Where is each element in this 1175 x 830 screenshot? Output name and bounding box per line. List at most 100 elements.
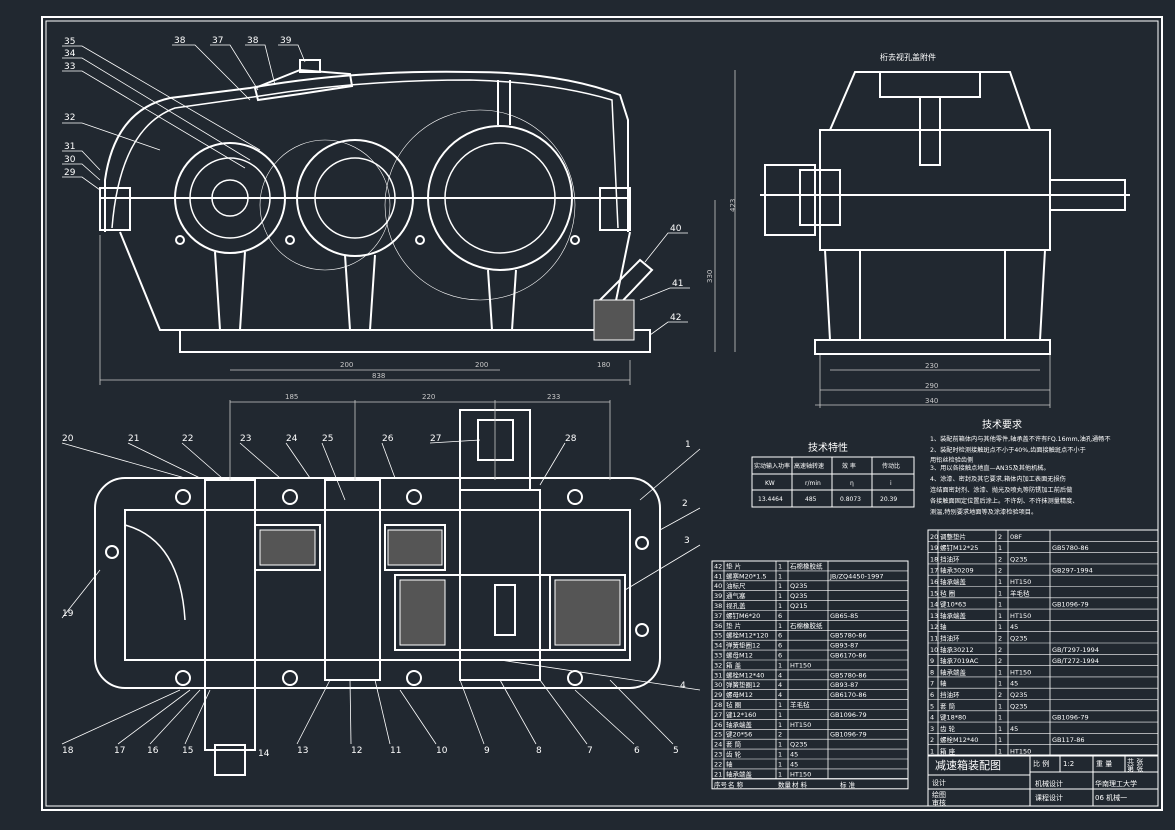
- dim-423: 423: [729, 199, 737, 212]
- bom-left-cell: 4: [778, 691, 782, 699]
- bom-right-cell: 1: [998, 714, 1002, 722]
- bom-right-cell: 2: [998, 691, 1002, 699]
- bom-right-cell: 13: [930, 612, 938, 620]
- bom-left-cell: 垫 片: [726, 621, 741, 630]
- balloon-38a: 38: [174, 36, 186, 46]
- boss-1: [174, 142, 286, 254]
- boss-1-inner: [189, 157, 271, 239]
- front-dim-texts: 200 200 180 838 423 330: [340, 199, 737, 380]
- balloon-7: 7: [587, 746, 593, 756]
- bom-right-cell: 1: [998, 623, 1002, 631]
- balloon-41: 41: [672, 279, 683, 289]
- bom-left-cell: JB/ZQ4450-1997: [829, 572, 884, 580]
- tc-h3: 传动比: [882, 462, 900, 470]
- bom-left-cell: GB65-85: [830, 612, 858, 620]
- balloon-22: 22: [182, 434, 193, 444]
- balloon-37: 37: [212, 36, 223, 46]
- bom-left-cell: 45: [790, 751, 798, 759]
- balloon-13: 13: [297, 746, 308, 756]
- bom-left-cell: 轴: [726, 759, 733, 768]
- title-block-texts: 减速箱装配图 比 例 1:2 重 量 共 张 第 张 设计 绘图 审核 机械设计…: [932, 757, 1143, 807]
- bom-right-cell: 1: [998, 544, 1002, 552]
- bom-right-cell: 5: [930, 702, 934, 710]
- bom-left-cell: 6: [778, 612, 782, 620]
- side-dims: [815, 355, 1051, 408]
- balloon-15: 15: [182, 746, 193, 756]
- design-label: 设计: [932, 778, 946, 787]
- bom-left-cell: 21: [714, 770, 722, 778]
- top-rib: [497, 80, 511, 125]
- front-dims: [99, 70, 736, 385]
- base-plate: [179, 329, 651, 353]
- bom-right-cell: HT150: [1010, 748, 1031, 756]
- bom-left-cell: GB1096-79: [830, 731, 867, 739]
- bom-left-cell: GB93-87: [830, 681, 858, 689]
- plan-view: [94, 409, 661, 776]
- bom-left-cell: 35: [714, 632, 722, 640]
- bom-right-cell: 18: [930, 555, 938, 563]
- right-flange: [599, 187, 631, 231]
- bom-left-cell: 40: [714, 582, 722, 590]
- cover-outline: [104, 70, 629, 232]
- bom-right-cell: GB/T297-1994: [1052, 646, 1099, 654]
- dim-200b: 200: [475, 361, 488, 369]
- tr-line-2: 用铅丝检验齿侧: [930, 456, 973, 464]
- tr-line-3: 3、用以各接触点地直—AN35及其他机械。: [930, 464, 1050, 472]
- pitch-circle-1: [259, 139, 391, 271]
- bom-right-cell: 8: [930, 668, 934, 676]
- bom-right-cell: 1: [998, 601, 1002, 609]
- bom-right-cell: 20: [930, 533, 938, 541]
- dim-230: 230: [925, 362, 938, 370]
- school: 华南理工大学: [1095, 779, 1137, 788]
- bom-left-cell: 4: [778, 671, 782, 679]
- tech-char-table: [751, 456, 915, 508]
- plan-outline: [94, 477, 661, 689]
- bom-left-cell: 键12*160: [726, 710, 756, 719]
- bom-right-cell: 键10*63: [940, 600, 966, 609]
- bom-left-cell: 轴承端盖: [726, 769, 753, 778]
- balloon-40: 40: [670, 224, 682, 234]
- bom-right-cell: 2: [998, 555, 1002, 563]
- side-dim-texts: 230 290 340: [925, 362, 938, 405]
- scale-label: 比 例: [1033, 759, 1049, 768]
- shaft-1: [211, 179, 249, 217]
- bom-left-cell: 1: [778, 572, 782, 580]
- bom-left-cell: 螺栓M12*40: [726, 670, 764, 679]
- bom-left-cell: 油标尺: [726, 581, 746, 590]
- bom-left-cell: 垫 片: [726, 561, 741, 570]
- bom-right-cell: 齿 轮: [940, 724, 956, 733]
- bom-left-cell: 36: [714, 622, 722, 630]
- bom-right-cell: 羊毛毡: [1010, 588, 1030, 597]
- bom-right-cell: 1: [998, 736, 1002, 744]
- bom-left-cell: 1: [778, 582, 782, 590]
- bom-left-cell: 羊毛毡: [790, 700, 810, 709]
- balloon-8: 8: [536, 746, 542, 756]
- bom-left-cell: GB5780-86: [830, 671, 867, 679]
- balloon-14: 14: [258, 749, 270, 759]
- front-balloons: 35 34 33 32 31 30 29 38 37 38 39 40 41 4…: [64, 36, 683, 323]
- bom-left-header-1: 名 称: [728, 780, 744, 789]
- bom-right-cell: 轴承30212: [940, 645, 974, 654]
- bom-left-cell: HT150: [790, 721, 811, 729]
- bom-left-cell: 25: [714, 731, 722, 739]
- bom-left-cell: 1: [778, 770, 782, 778]
- left-flange: [99, 187, 131, 231]
- bom-left-cell: 37: [714, 612, 722, 620]
- bom-right-cell: 10: [930, 646, 938, 654]
- bom-right-cell: 2: [930, 736, 934, 744]
- bom-right-cell: 3: [930, 725, 934, 733]
- dim-340: 340: [925, 397, 938, 405]
- bom-right-cell: 1: [998, 589, 1002, 597]
- bom-right-cell: 17: [930, 567, 938, 575]
- bom-left-cell: Q235: [790, 582, 808, 590]
- bom-right-cell: 轴: [940, 622, 947, 631]
- bearing-r: [549, 574, 626, 651]
- balloon-20: 20: [62, 434, 74, 444]
- scale-value: 1:2: [1063, 760, 1074, 768]
- bom-left-cell: HT150: [790, 661, 811, 669]
- bom-right-cell: 轴承端盖: [940, 577, 967, 586]
- boss-3-inner: [444, 142, 556, 254]
- tc-v1: 485: [805, 496, 817, 503]
- bom-right-cell: 螺钉M12*25: [940, 543, 978, 552]
- tr-line-5: 连结面密封剂、涂漆、抛光及喷丸等防锈加工前后做: [930, 486, 1072, 494]
